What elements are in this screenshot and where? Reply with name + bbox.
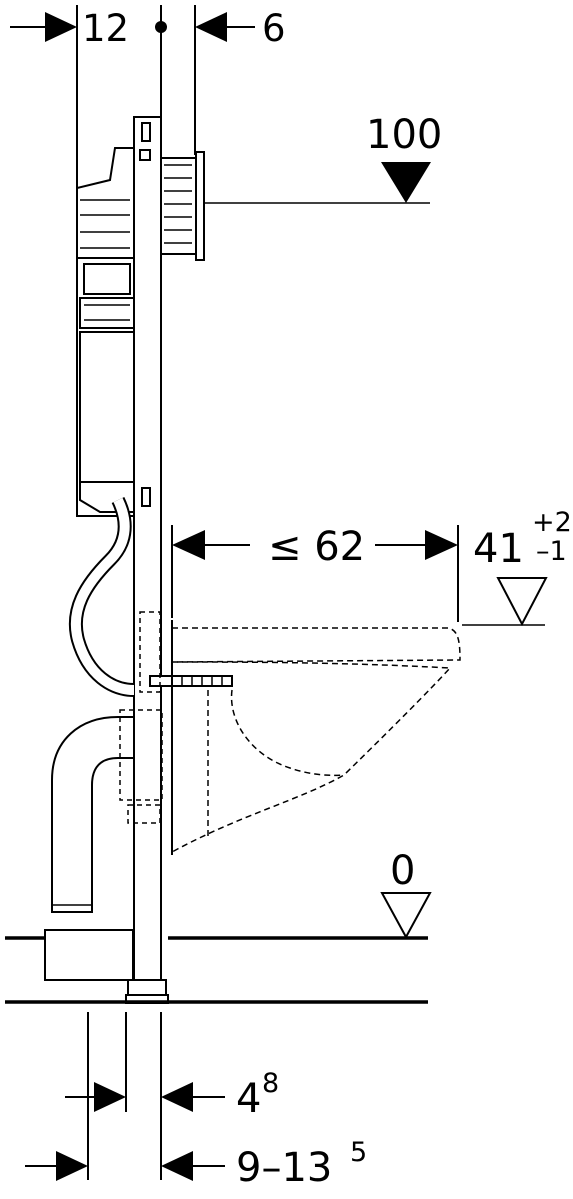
dim-height-top: 100 [366,112,442,158]
wc-bowl-outline [171,627,461,853]
arrow-right-icon [56,1151,88,1181]
arrow-left-icon [161,1151,193,1181]
dim-top-right: 6 [262,7,286,50]
installation-frame [44,116,233,1004]
hidden-connection-parts [119,611,163,824]
dim-bottom-upper-sup: 8 [262,1068,279,1099]
dim-bottom-lower: 9–13 [236,1145,332,1191]
dim-bottom-upper: 4 [236,1076,261,1122]
dim-bottom-lower-sup: 5 [350,1137,367,1168]
arrow-right-icon [45,12,77,42]
dim-seat-height: 41 [473,526,524,572]
arrow-left-icon [172,530,205,560]
arrow-left-icon [161,1082,193,1112]
projection-dimension-group [171,525,459,622]
dim-seat-tol-plus: +2 [532,507,572,538]
level-marker-outline-icon [380,892,432,940]
arrow-left-icon [195,12,227,42]
level-marker-filled-icon [381,162,431,203]
dim-seat-tol-minus: –1 [536,536,567,567]
arrow-right-icon [425,530,458,560]
center-dot-icon [155,21,167,33]
dim-top-left: 12 [82,7,129,50]
dim-projection: ≤ 62 [268,524,365,570]
level-marker-outline-icon [496,577,548,627]
bottom-dimension-group [25,1012,225,1180]
arrow-right-icon [94,1082,126,1112]
dim-floor-level: 0 [390,848,415,894]
